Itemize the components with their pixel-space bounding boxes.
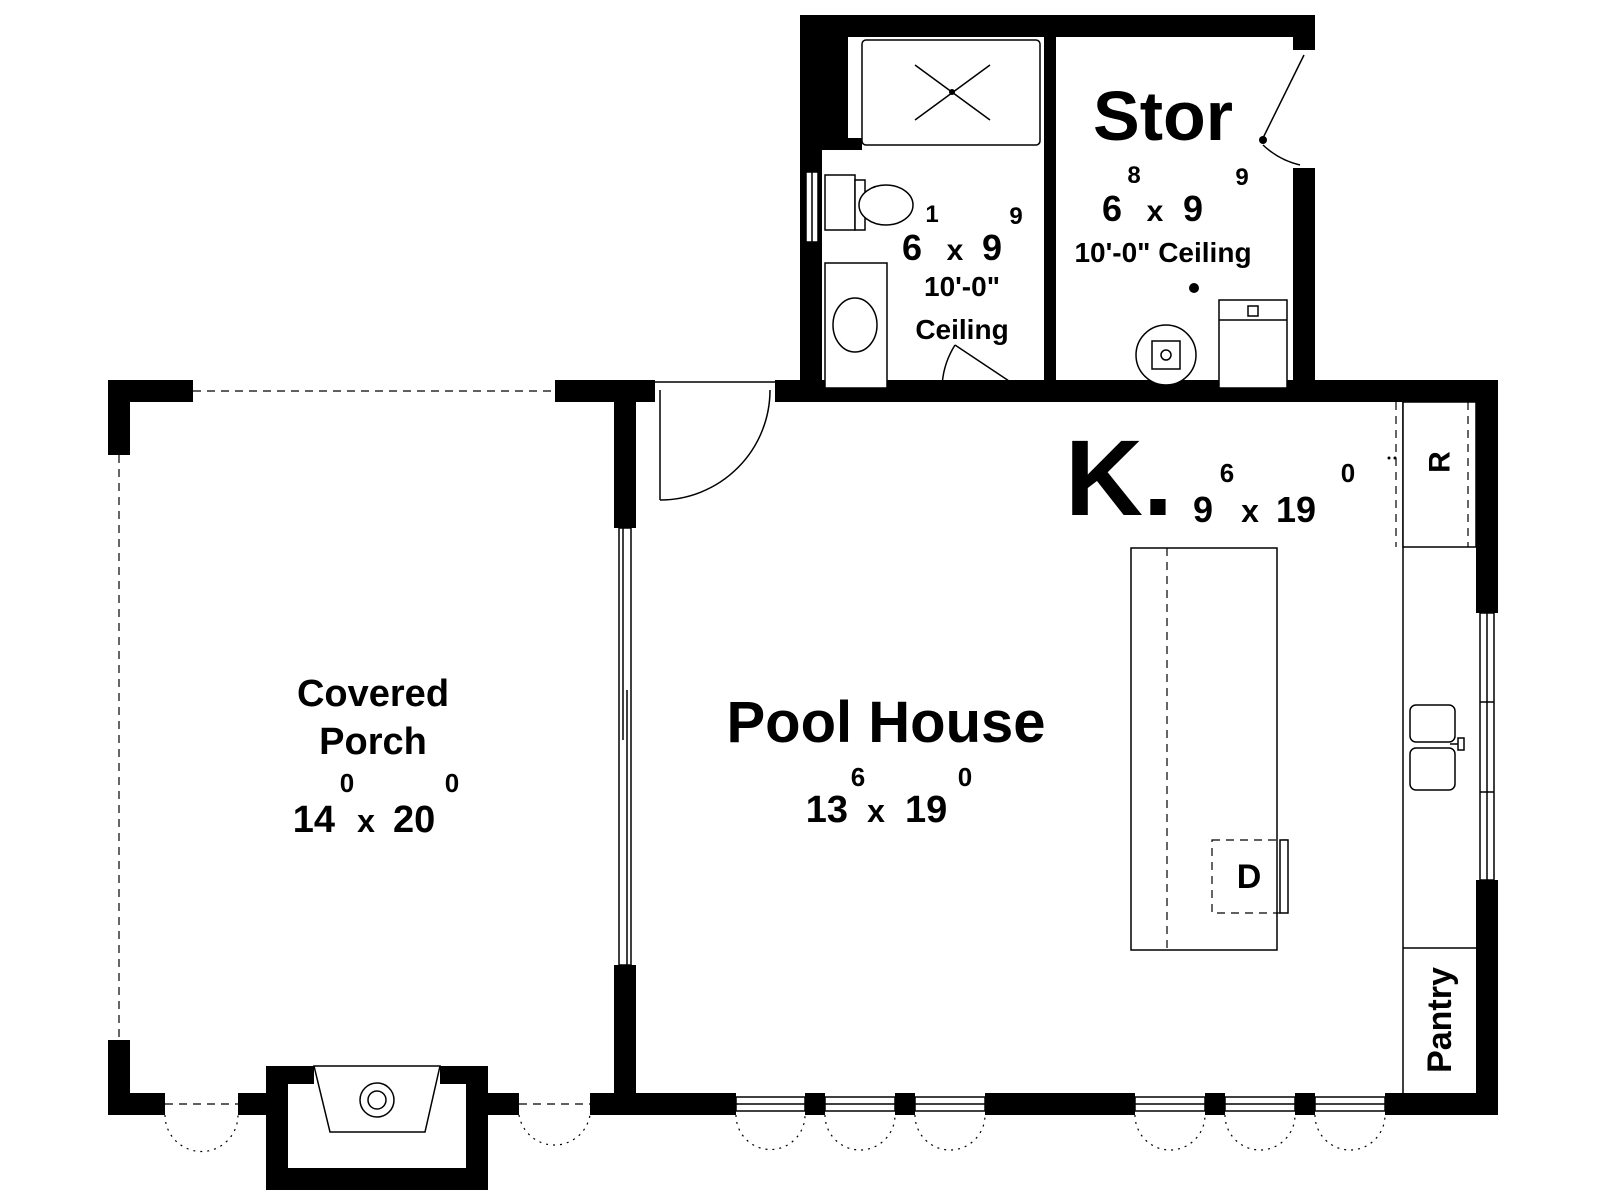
bath-door — [941, 344, 1031, 396]
kitchen-dim-x: x — [1241, 493, 1259, 529]
storage-name: Stor — [1093, 77, 1233, 155]
storage-door — [1259, 54, 1305, 166]
storage-dim-width-ft: 6 — [1102, 188, 1122, 229]
storage-dim-width-in: 8 — [1127, 162, 1140, 189]
kitchen-dim-width-in: 6 — [1220, 458, 1234, 488]
kitchen-sink — [1409, 704, 1465, 791]
pool-house-dim-length-in: 0 — [958, 762, 972, 792]
kitchen-dim-width-ft: 9 — [1193, 489, 1213, 530]
bath-dim-width-in: 1 — [925, 201, 938, 228]
bottom-windows — [735, 1096, 1386, 1151]
kitchen-island — [1130, 547, 1278, 951]
bath-ceiling-line2: Ceiling — [915, 314, 1008, 345]
water-heater — [1135, 324, 1197, 386]
storage-dim-x: x — [1147, 195, 1164, 228]
porch-dim-width-ft: 14 — [293, 799, 335, 841]
kitchen-dim-length-in: 0 — [1341, 458, 1355, 488]
dishwasher-label: D — [1237, 858, 1262, 896]
refrigerator — [1387, 401, 1477, 548]
porch-dim-width-in: 0 — [340, 768, 354, 798]
pool-house-name: Pool House — [726, 690, 1045, 755]
bath-vanity — [824, 262, 888, 389]
right-window — [1479, 612, 1495, 881]
storage-dim-length-ft: 9 — [1183, 188, 1203, 229]
entry-door — [655, 381, 775, 501]
porch-name-line2: Porch — [319, 721, 427, 763]
porch-dim-length-in: 0 — [445, 768, 459, 798]
exterior-walls — [108, 15, 1498, 1190]
kitchen-dim-length-ft: 19 — [1276, 489, 1316, 530]
refrigerator-label: R — [1424, 451, 1457, 473]
pool-house-dim-width-ft: 13 — [806, 789, 848, 831]
bath-ceiling-line1: 10'-0" — [924, 271, 1000, 302]
shower — [861, 39, 1041, 146]
bath-dim-width-ft: 6 — [902, 227, 922, 268]
toilet — [824, 174, 914, 231]
porch-openings — [118, 390, 591, 1153]
kitchen-name: K. — [1065, 417, 1173, 538]
pantry-label: Pantry — [1421, 967, 1459, 1073]
pool-house-dim-length-ft: 19 — [905, 789, 947, 831]
bath-dim-x: x — [947, 234, 964, 267]
pool-house-dim-width-in: 6 — [851, 762, 865, 792]
fireplace — [313, 1065, 441, 1133]
pool-house-dim-x: x — [867, 793, 885, 829]
bath-dim-length-ft: 9 — [982, 227, 1002, 268]
porch-name-line1: Covered — [297, 673, 449, 715]
bath-dim-length-in: 9 — [1009, 203, 1022, 230]
storage-dim-length-in: 9 — [1235, 164, 1248, 191]
washer — [1218, 299, 1288, 389]
porch-dim-x: x — [357, 803, 375, 839]
bath-window — [805, 171, 819, 243]
porch-dim-length-ft: 20 — [393, 799, 435, 841]
dishwasher — [1211, 839, 1289, 914]
floor-drain — [1189, 283, 1199, 293]
storage-ceiling: 10'-0" Ceiling — [1074, 237, 1251, 268]
sliding-door — [618, 527, 632, 966]
